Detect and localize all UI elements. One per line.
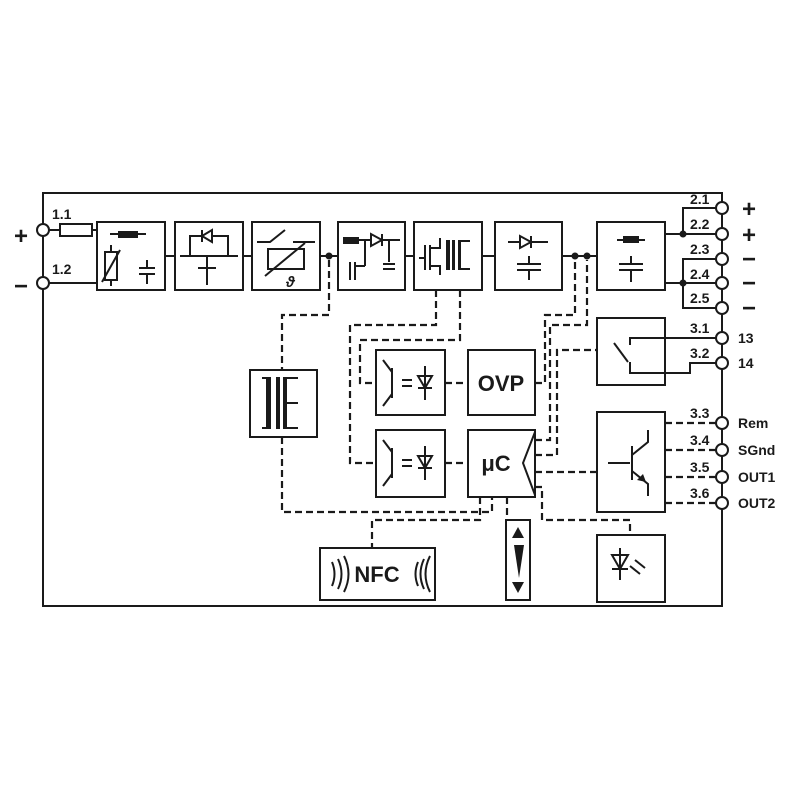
polarity-plus: + — [14, 223, 28, 250]
transistor-output-block — [596, 411, 666, 513]
relay-contact-block — [596, 317, 716, 386]
output-filter-block — [596, 221, 666, 291]
polarity-protection-block — [174, 221, 244, 291]
output-terminals: 2.1 2.2 2.3 2.4 2.5 + + − − − — [690, 191, 756, 322]
housing-frame — [42, 192, 723, 607]
polarity-2-2: + — [742, 222, 756, 249]
input-filter-block — [96, 221, 166, 291]
ovp-block: OVP — [467, 349, 536, 416]
terminal-2-5[interactable] — [715, 301, 729, 315]
terminal-2-3[interactable] — [715, 252, 729, 266]
adjust-arrow-block[interactable] — [505, 519, 531, 601]
optocoupler-1 — [375, 349, 446, 416]
polarity-2-5: − — [742, 295, 756, 322]
terminal-label-3-6: 3.6 — [690, 485, 710, 501]
dc-dc-converter-block — [413, 221, 483, 291]
led-indicator-block — [596, 534, 666, 603]
signal-label-14: 14 — [738, 355, 754, 371]
polarity-2-1: + — [742, 196, 756, 223]
microcontroller-label: μC — [481, 451, 510, 476]
polarity-2-4: − — [742, 270, 756, 297]
thermal-symbol: ϑ — [285, 274, 296, 291]
terminal-1-1[interactable] — [36, 223, 50, 237]
terminal-label-2-2: 2.2 — [690, 216, 710, 232]
rectifier-block — [494, 221, 563, 291]
terminal-3-2[interactable] — [715, 356, 729, 370]
polarity-2-3: − — [742, 246, 756, 273]
isolation-transformer-block — [249, 369, 318, 438]
terminal-label-3-1: 3.1 — [690, 320, 710, 336]
fuse-icon — [59, 223, 93, 237]
inrush-thermal-block: ϑ — [251, 221, 321, 291]
terminal-label-2-5: 2.5 — [690, 290, 710, 306]
terminal-label-2-4: 2.4 — [690, 266, 710, 282]
optocoupler-2 — [375, 429, 446, 498]
terminal-label-1-2: 1.2 — [52, 261, 72, 277]
terminal-label-3-3: 3.3 — [690, 405, 710, 421]
signal-label-13: 13 — [738, 330, 754, 346]
polarity-minus: − — [14, 273, 28, 300]
microcontroller-block: μC — [467, 429, 536, 498]
terminal-label-1-1: 1.1 — [52, 206, 72, 222]
nfc-label: NFC — [354, 562, 399, 587]
signal-terminals: 3.1 3.2 3.3 3.4 3.5 3.6 13 14 Rem SGnd O… — [690, 320, 776, 511]
terminal-1-2[interactable] — [36, 276, 50, 290]
terminal-2-4[interactable] — [715, 276, 729, 290]
terminal-label-3-4: 3.4 — [690, 432, 710, 448]
terminal-label-2-1: 2.1 — [690, 191, 710, 207]
ovp-label: OVP — [478, 371, 524, 396]
terminal-3-5[interactable] — [715, 470, 729, 484]
signal-label-out2: OUT2 — [738, 495, 776, 511]
terminal-label-2-3: 2.3 — [690, 241, 710, 257]
terminal-3-3[interactable] — [715, 416, 729, 430]
terminal-2-1[interactable] — [715, 201, 729, 215]
signal-label-out1: OUT1 — [738, 469, 776, 485]
signal-label-sgnd: SGnd — [738, 442, 775, 458]
terminal-2-2[interactable] — [715, 227, 729, 241]
terminal-label-3-5: 3.5 — [690, 459, 710, 475]
terminal-3-4[interactable] — [715, 443, 729, 457]
terminal-3-1[interactable] — [715, 331, 729, 345]
signal-label-rem: Rem — [738, 415, 768, 431]
nfc-block: NFC — [319, 547, 436, 601]
terminal-3-6[interactable] — [715, 496, 729, 510]
terminal-label-3-2: 3.2 — [690, 345, 710, 361]
pfc-block — [337, 221, 406, 291]
